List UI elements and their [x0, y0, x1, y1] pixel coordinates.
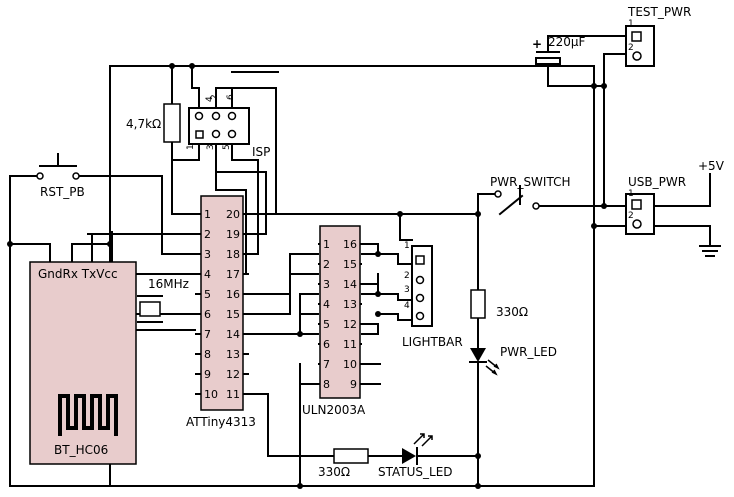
lightbar-pin-3: 3 [404, 285, 410, 295]
uln-pins-pin-number: 9 [350, 378, 357, 391]
wires [9, 35, 711, 487]
usb-power-label: USB_PWR [628, 175, 686, 189]
isp-pin-2: 2 [210, 94, 220, 100]
uln-pins-pin-number: 10 [343, 358, 357, 371]
bt-module-label: BT_HC06 [54, 443, 108, 457]
lightbar-pin-4: 4 [404, 301, 410, 311]
mcu-pins-pin-number: 9 [204, 368, 211, 381]
isp-pin-5: 5 [222, 144, 232, 150]
mcu-pins-pin-number: 7 [204, 328, 211, 341]
usb-power-header: 1 2 USB_PWR [625, 175, 686, 235]
lightbar-connector: 1 2 3 4 LIGHTBAR [402, 241, 463, 349]
supply-label: +5V [698, 159, 725, 173]
uln-pins-pin-number: 11 [343, 338, 357, 351]
lightbar-label: LIGHTBAR [402, 335, 463, 349]
isp-label: ISP [252, 145, 270, 159]
uln-pins-pin-number: 6 [323, 338, 330, 351]
lightbar-pin-2: 2 [404, 271, 410, 281]
mcu-pins-pin-number: 3 [204, 248, 211, 261]
uln-pins-pin-number: 1 [323, 238, 330, 251]
isp-pin-4: 4 [205, 96, 215, 102]
usb-pin-1: 1 [628, 189, 634, 199]
mcu-pins-pin-number: 15 [226, 308, 240, 321]
mcu-pins-pin-number: 5 [204, 288, 211, 301]
test-pin-1: 1 [628, 19, 634, 29]
test-power-label: TEST_PWR [627, 5, 691, 19]
uln-pins-pin-number: 13 [343, 298, 357, 311]
lightbar-pin-1: 1 [404, 241, 410, 251]
isp-header: 2 4 6 1 3 5 ISP [186, 94, 270, 159]
isp-pin-6: 6 [226, 94, 236, 100]
resistor-status: 330Ω [318, 448, 369, 479]
isp-pin-3: 3 [206, 144, 216, 150]
ground-icon [699, 245, 721, 257]
reset-button-label: RST_PB [40, 185, 85, 199]
reset-button: RST_PB [36, 153, 85, 199]
test-pin-2: 2 [628, 43, 634, 53]
test-power-header: 1 2 TEST_PWR [625, 5, 691, 67]
uln-pins-pin-number: 3 [323, 278, 330, 291]
power-led: PWR_LED [469, 345, 557, 376]
uln-pins-pin-number: 2 [323, 258, 330, 271]
usb-pin-2: 2 [628, 211, 634, 221]
uln-pins-pin-number: 12 [343, 318, 357, 331]
mcu-pins-pin-number: 10 [204, 388, 218, 401]
uln-pins-pin-number: 16 [343, 238, 357, 251]
power-switch-label: PWR_SWITCH [490, 175, 571, 189]
resistor-power-led: 330Ω [470, 289, 528, 319]
mcu-pins-pin-number: 20 [226, 208, 240, 221]
capacitor-label: 220µF [548, 35, 586, 49]
mcu-pins-pin-number: 17 [226, 268, 240, 281]
mcu-pins-pin-number: 12 [226, 368, 240, 381]
mcu-pins-pin-number: 13 [226, 348, 240, 361]
uln-pins-pin-number: 4 [323, 298, 330, 311]
capacitor: + 220µF [532, 35, 586, 65]
bt-pin-labels: GndRx TxVcc [38, 267, 118, 281]
uln-pins-pin-number: 5 [323, 318, 330, 331]
status-led-label: STATUS_LED [378, 465, 453, 479]
mcu-pins-pin-number: 11 [226, 388, 240, 401]
mcu-pins-pin-number: 14 [226, 328, 240, 341]
uln-pins-pin-number: 14 [343, 278, 357, 291]
junctions [7, 63, 607, 489]
crystal-label: 16MHz [148, 277, 189, 291]
mcu-pins-pin-number: 8 [204, 348, 211, 361]
isp-pin-1: 1 [186, 144, 196, 150]
microcontroller-label: ATTiny4313 [186, 415, 256, 429]
resistor-isp: 4,7kΩ [126, 103, 181, 143]
mcu-pins-pin-number: 19 [226, 228, 240, 241]
capacitor-polarity-icon: + [532, 37, 542, 51]
antenna-icon [58, 394, 118, 436]
mcu-pins-pin-number: 1 [204, 208, 211, 221]
resistor-power-led-label: 330Ω [496, 305, 528, 319]
mcu-pins-pin-number: 6 [204, 308, 211, 321]
bluetooth-module: GndRx TxVcc BT_HC06 [29, 261, 137, 465]
mcu-pins-pin-number: 2 [204, 228, 211, 241]
uln-pins-pin-number: 15 [343, 258, 357, 271]
mcu-pins-pin-number: 16 [226, 288, 240, 301]
uln-pins-pin-number: 8 [323, 378, 330, 391]
supply-symbol: +5V [698, 159, 725, 181]
power-switch: PWR_SWITCH [490, 175, 571, 216]
resistor-status-label: 330Ω [318, 465, 350, 479]
status-led: STATUS_LED [378, 433, 453, 479]
power-led-label: PWR_LED [500, 345, 557, 359]
driver-label: ULN2003A [302, 403, 366, 417]
uln-pins-pin-number: 7 [323, 358, 330, 371]
mcu-pins-pin-number: 18 [226, 248, 240, 261]
crystal: 16MHz [137, 277, 189, 323]
mcu-pins-pin-number: 4 [204, 268, 211, 281]
resistor-isp-label: 4,7kΩ [126, 117, 161, 131]
